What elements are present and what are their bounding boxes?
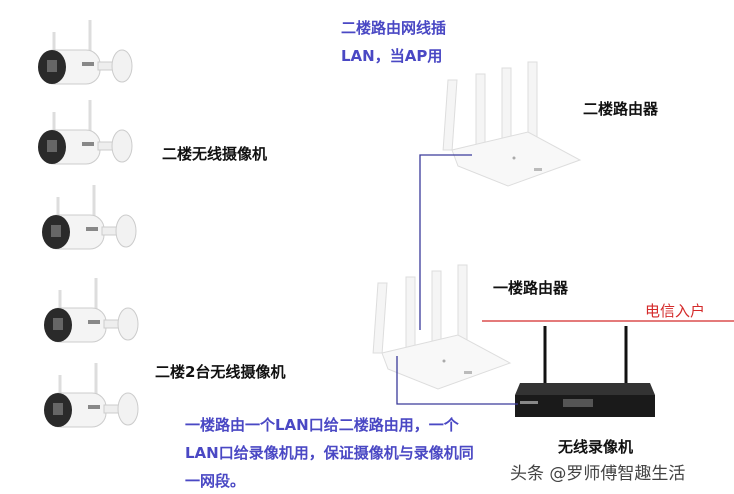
camera-3 bbox=[40, 183, 138, 251]
downstairs-router-image bbox=[372, 264, 511, 390]
camera-5 bbox=[42, 361, 140, 429]
nvr-image bbox=[515, 326, 655, 417]
watermark: 头条 @罗师傅智趣生活 bbox=[510, 464, 686, 484]
camera-1 bbox=[36, 18, 134, 86]
upstairs-router-image bbox=[442, 61, 581, 187]
cable-upstairs-link bbox=[419, 154, 472, 330]
isp-inbound-label: 电信入户 bbox=[645, 302, 706, 320]
cable-nvr-link bbox=[396, 356, 518, 405]
lan-note-line3: 一网段。 bbox=[185, 472, 246, 490]
camera-2 bbox=[36, 98, 134, 166]
lan-note-line2: LAN口给录像机用，保证摄像机与录像机同 bbox=[185, 444, 474, 462]
ap-note-line2: LAN，当AP用 bbox=[341, 47, 443, 65]
camera-4 bbox=[42, 276, 140, 344]
ap-note-line1: 二楼路由网线插 bbox=[341, 19, 447, 37]
lan-note-line1: 一楼路由一个LAN口给二楼路由用，一个 bbox=[185, 416, 459, 434]
downstairs-router-label: 一楼路由器 bbox=[493, 279, 569, 297]
two-cameras-label: 二楼2台无线摄像机 bbox=[155, 363, 286, 381]
upstairs-cameras-label: 二楼无线摄像机 bbox=[162, 145, 268, 163]
upstairs-router-label: 二楼路由器 bbox=[583, 100, 659, 118]
nvr-label: 无线录像机 bbox=[558, 438, 634, 456]
